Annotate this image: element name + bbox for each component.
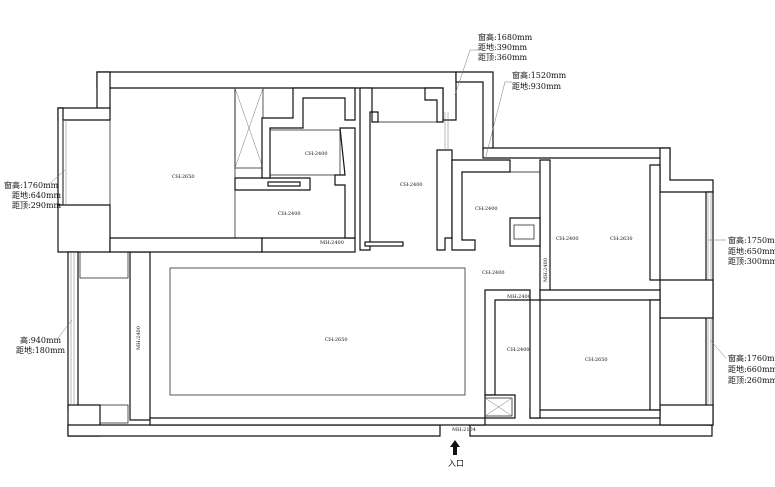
window-note-top-mid: 窗高:1680mm 距地:390mm 距顶:360mm [478,32,533,62]
window-note-line: 距地:180mm [16,345,66,355]
ch-label-closet: CH:2400 [475,206,498,212]
window-note-line: 窗高:1760mm [728,353,775,363]
entrance-marker: 入口 [448,440,464,468]
ch-label-hall-left: CH:2400 [278,211,301,217]
ch-label-passage: CH:2400 [482,270,505,276]
mh-label-balcony-door: MH:2400 [136,326,142,350]
window-note-line: 距顶:300mm [728,257,775,266]
interior-walls [62,87,712,424]
window-note-top-right: 窗高:1520mm 距地:930mm [512,70,567,91]
leader-lines [47,49,727,359]
ch-label-bath-top: CH:2400 [305,151,328,157]
mh-label-bed-right-door: MH:2400 [507,294,531,300]
window-note-right-upper: 窗高:1750mm 距地:650mm 距顶:300mm [728,235,775,266]
window-note-line: 高:940mm [20,335,62,345]
entrance-label: 入口 [448,459,464,468]
window-note-left-lower: 高:940mm 距地:180mm [16,335,66,355]
ch-label-bed-right-bottom: CH:2650 [585,357,608,363]
window-note-line: 窗高:1760mm [4,180,59,190]
entrance-arrow-icon [450,440,460,455]
window-note-line: 距地:640mm [12,190,62,200]
window-note-line: 距地:660mm [728,364,775,374]
window-note-line: 距地:390mm [478,42,528,52]
window-note-line: 距顶:260mm [728,376,775,385]
window-note-left: 窗高:1760mm 距地:640mm 距顶:290mm [4,180,62,210]
window-note-line: 距顶:360mm [478,53,528,62]
mh-label-kitchen-door: MH:2400 [320,240,344,246]
window-note-line: 距顶:290mm [12,201,62,210]
outer-walls [57,71,714,437]
ch-label-hall-right: CH:2400 [556,236,579,242]
ch-label-living: CH:2650 [325,337,348,343]
ceiling-labels: CH:2650 CH:2400 CH:2400 CH:2400 CH:2400 … [172,151,633,363]
window-note-line: 距地:930mm [512,81,562,91]
window-note-line: 窗高:1750mm [728,235,775,245]
window-note-line: 距地:650mm [728,246,775,256]
window-note-right-lower: 窗高:1760mm 距地:660mm 距顶:260mm [728,353,775,385]
mh-label-entry-door: MH:2104 [452,427,476,433]
living-room-outline [169,267,466,396]
mh-label-bath-right-door: MH:2400 [543,258,549,282]
window-note-line: 窗高:1680mm [478,32,533,42]
ch-label-kitchen: CH:2400 [400,182,423,188]
ch-label-bed-right-top: CH:2630 [610,236,633,242]
door-labels: MH:2400 MH:2400 MH:2400 MH:2400 MH:2104 [136,240,549,433]
ch-label-bath-right: CH:2400 [507,347,530,353]
window-note-line: 窗高:1520mm [512,70,567,80]
ch-label-bed-left: CH:2650 [172,174,195,180]
